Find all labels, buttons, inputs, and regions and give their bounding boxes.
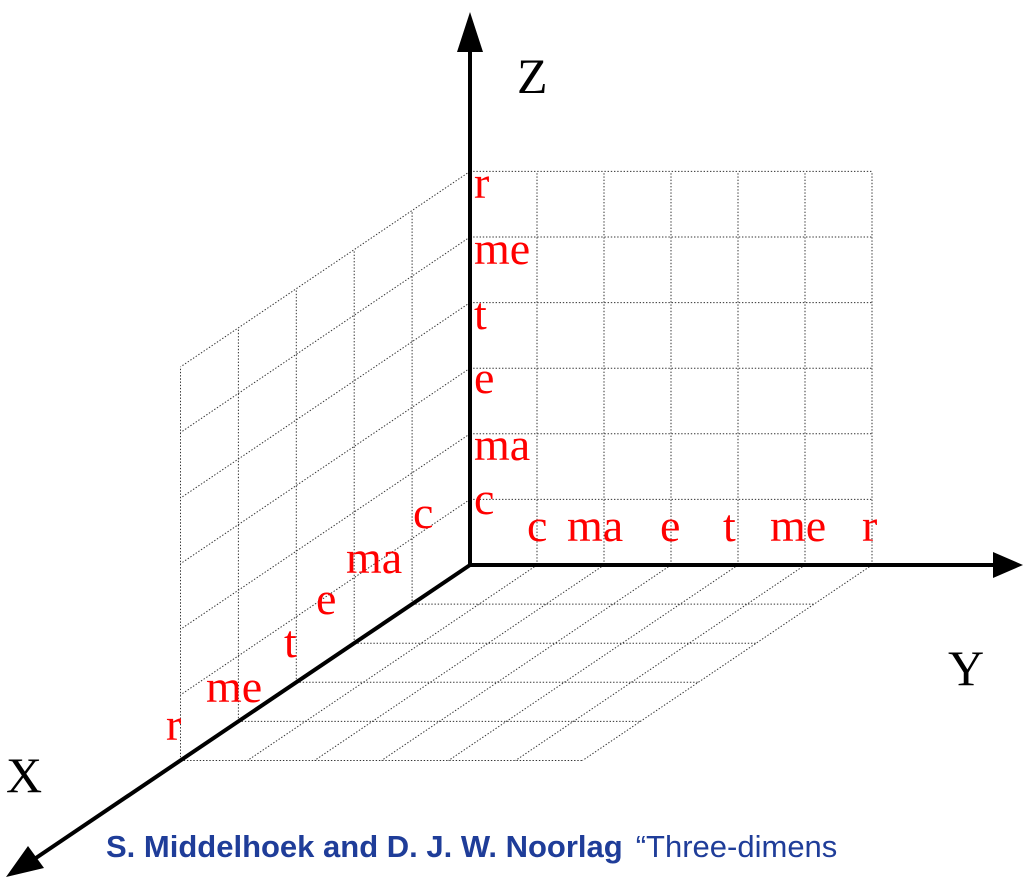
y-label-me: me xyxy=(770,500,826,551)
x-label-me: me xyxy=(206,661,262,712)
x-label-r: r xyxy=(166,699,181,750)
axis-arrowheads xyxy=(6,12,1023,877)
xz-grid-line xyxy=(180,302,471,499)
xy-grid-line xyxy=(448,564,739,761)
xy-grid-line xyxy=(582,564,873,761)
y-label-t: t xyxy=(723,500,736,551)
z-axis-tick-labels: c ma e t me r xyxy=(474,157,530,524)
xz-grid-line xyxy=(180,236,471,433)
z-label-t: t xyxy=(474,288,487,339)
caption-title: “Three-dimens xyxy=(636,829,838,864)
y-axis-label: Y xyxy=(948,640,984,696)
xy-grid-line xyxy=(247,564,538,761)
axes xyxy=(28,48,1000,864)
y-label-ma: ma xyxy=(567,500,623,551)
xy-grid-line xyxy=(381,564,672,761)
y-label-e: e xyxy=(660,500,680,551)
xz-grid-line xyxy=(180,170,471,368)
xy-grid-line xyxy=(515,564,806,761)
x-label-ma: ma xyxy=(346,532,402,583)
x-arrowhead-icon xyxy=(6,846,44,877)
y-label-r: r xyxy=(862,500,877,551)
x-label-e: e xyxy=(316,573,336,624)
z-label-ma: ma xyxy=(474,419,530,470)
z-axis-label: Z xyxy=(517,48,548,104)
xy-grid-line xyxy=(314,564,605,761)
xz-grid-line xyxy=(180,498,471,696)
y-arrowhead-icon xyxy=(993,552,1023,578)
y-axis-tick-labels: c ma e t me r xyxy=(527,500,877,551)
z-arrowhead-icon xyxy=(457,12,483,52)
x-axis-tick-labels: c ma e t me r xyxy=(166,487,433,750)
z-label-r: r xyxy=(474,157,489,208)
z-label-c: c xyxy=(474,473,494,524)
caption: S. Middelhoek and D. J. W. Noorlag “Thre… xyxy=(106,829,837,864)
x-axis-line xyxy=(28,563,472,864)
origin-label-c: c xyxy=(413,487,433,538)
caption-authors: S. Middelhoek and D. J. W. Noorlag xyxy=(106,829,623,864)
z-label-e: e xyxy=(474,352,494,403)
xz-grid-line xyxy=(180,433,471,630)
z-label-me: me xyxy=(474,223,530,274)
xz-grid-line xyxy=(180,367,471,565)
x-axis-label: X xyxy=(6,747,42,803)
y-label-c: c xyxy=(527,500,547,551)
x-label-t: t xyxy=(284,616,297,667)
